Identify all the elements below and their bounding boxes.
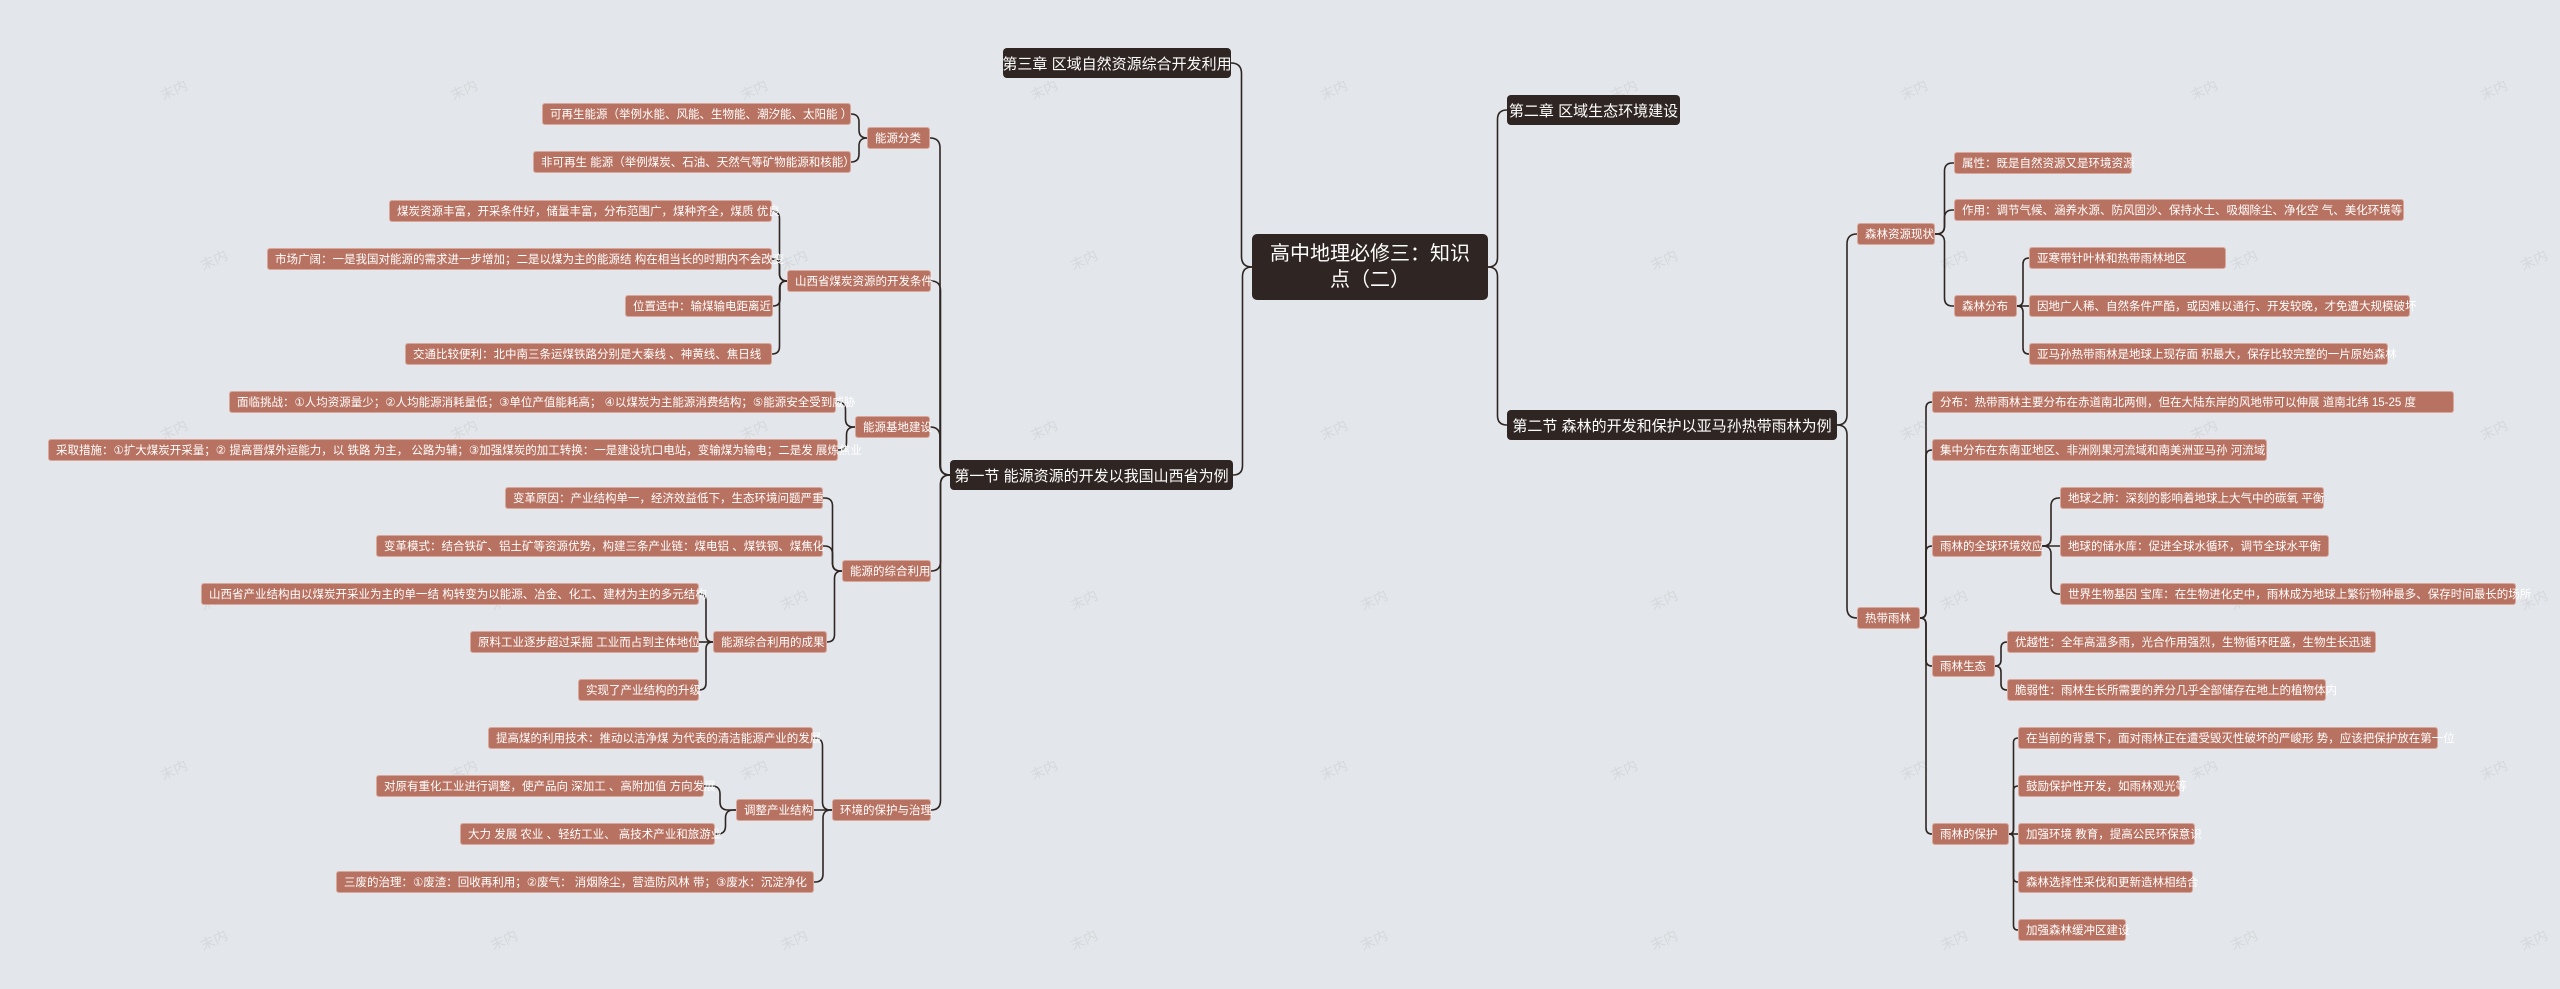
connector-line <box>2016 305 2030 355</box>
leaf-sparse-population[interactable]: 因地广人稀、自然条件严酷，或因难以通行、开发较晚，才免遭大规模破坏 <box>2029 295 2417 317</box>
leaf-subarctic[interactable]: 亚寒带针叶林和热带雨林地区 <box>2029 247 2226 269</box>
branch-coal-conditions[interactable]: 山西省煤炭资源的开发条件 <box>787 270 933 292</box>
connector-line <box>1836 424 1858 619</box>
leaf-transport[interactable]: 交通比较便利：北中南三条运煤铁路分别是大秦线 、神黄线、焦日线 <box>405 343 772 365</box>
section-energy-shanxi[interactable]: 第一节 能源资源的开发以我国山西省为例 <box>950 460 1233 490</box>
connector-line <box>1487 109 1508 268</box>
connector-line <box>2008 785 2019 835</box>
leaf-upgrade[interactable]: 实现了产业结构的升级 <box>578 679 701 701</box>
branch-industry-adjust[interactable]: 调整产业结构 <box>736 799 814 821</box>
leaf-tech-improvement[interactable]: 提高煤的利用技术：推动以洁净煤 为代表的清洁能源产业的发展 <box>488 727 821 749</box>
leaf-concentrated-areas[interactable]: 集中分布在东南亚地区、非洲刚果河流域和南美洲亚马孙 河流域 <box>1932 439 2267 461</box>
connector-line <box>1487 266 1508 426</box>
section-chapter3[interactable]: 第三章 区域自然资源综合开发利用 <box>1002 48 1232 78</box>
connector-line <box>1919 617 1933 835</box>
connector-line <box>850 137 868 163</box>
connector-line <box>2042 545 2060 595</box>
connector-line <box>930 474 951 811</box>
connector-line <box>836 401 855 428</box>
leaf-env-education[interactable]: 加强环境 教育，提高公民环保意识 <box>2018 823 2202 845</box>
branch-rainforest-protection[interactable]: 雨林的保护 <box>1932 823 2009 845</box>
branch-rainforest-ecology[interactable]: 雨林生态 <box>1932 655 1995 677</box>
connector-line <box>1994 665 2008 691</box>
leaf-three-wastes[interactable]: 三废的治理：①废渣：回收再利用；②废气： 消烟除尘，营造防风林 带；③废水：沉淀… <box>336 871 814 893</box>
connector-line <box>814 809 832 883</box>
leaf-location[interactable]: 位置适中：输煤输电距离近 <box>625 295 773 317</box>
leaf-coal-rich[interactable]: 煤炭资源丰富，开采条件好，储量丰富，分布范围广，煤种齐全，煤质 优良 <box>389 200 780 222</box>
connector-line <box>1232 266 1253 476</box>
root-node[interactable]: 高中地理必修三：知识点（二） <box>1252 234 1488 300</box>
connector-line <box>1230 62 1253 268</box>
connector-line <box>2008 833 2019 931</box>
leaf-reform-mode[interactable]: 变革模式：结合铁矿、铝土矿等资源优势，构建三条产业链：煤电铝 、煤铁钢、煤焦化 <box>376 535 824 557</box>
leaf-water-reservoir[interactable]: 地球的储水库：促进全球水循环，调节全球水平衡 <box>2060 535 2329 557</box>
section-forest-amazon[interactable]: 第二节 森林的开发和保护以亚马孙热带雨林为例 <box>1507 410 1837 440</box>
leaf-protective-dev[interactable]: 鼓励保护性开发，如雨林观光等 <box>2018 775 2187 797</box>
connector-line <box>771 280 788 355</box>
connector-line <box>704 785 736 811</box>
branch-global-effect[interactable]: 雨林的全球环境效应 <box>1932 535 2044 557</box>
leaf-buffer-zone[interactable]: 加强森林缓冲区建设 <box>2018 919 2130 941</box>
leaf-forest-function[interactable]: 作用：调节气候、涵养水源、防风固沙、保持水土、吸烟除尘、净化空 气、美化环境等 <box>1954 199 2404 221</box>
branch-use-results[interactable]: 能源综合利用的成果 <box>713 631 827 653</box>
leaf-nonrenewable-energy[interactable]: 非可再生 能源（举例煤炭、石油、天然气等矿物能源和核能） <box>533 151 855 173</box>
leaf-amazon-largest[interactable]: 亚马孙热带雨林是地球上现存面 积最大，保存比较完整的一片原始森林 <box>2029 343 2397 365</box>
branch-forest-status[interactable]: 森林资源现状 <box>1857 223 1935 245</box>
connector-line <box>2016 257 2030 307</box>
leaf-selective-logging[interactable]: 森林选择性采伐和更新造林相结合 <box>2018 871 2199 893</box>
branch-forest-distribution[interactable]: 森林分布 <box>1954 295 2017 317</box>
leaf-reform-reason[interactable]: 变革原因：产业结构单一，经济效益低下，生态环境问题严重 <box>505 487 824 509</box>
leaf-gene-bank[interactable]: 世界生物基因 宝库：在生物进化史中，雨林成为地球上繁衍物种最多、保存时间最长的场… <box>2060 583 2531 605</box>
leaf-forest-attribute[interactable]: 属性：既是自然资源又是环境资源 <box>1954 152 2135 174</box>
leaf-raw-material[interactable]: 原料工业逐步超过采掘 工业而占到主体地位 <box>470 631 700 653</box>
branch-comprehensive-use[interactable]: 能源的综合利用 <box>842 560 931 582</box>
leaf-rainforest-distribution[interactable]: 分布：热带雨林主要分布在赤道南北两侧，但在大陆东岸的风地带可以伸展 道南北纬 1… <box>1932 391 2454 413</box>
connector-line <box>1935 233 1954 307</box>
connector-line <box>771 258 788 282</box>
connector-line <box>715 809 736 835</box>
leaf-measures[interactable]: 采取措施：①扩大煤炭开采量；② 提高晋煤外运能力，以 铁路 为主， 公路为辅；③… <box>48 439 862 461</box>
leaf-heavy-industry[interactable]: 对原有重化工业进行调整，使产品向 深加工 、高附加值 方向发展 <box>376 775 716 797</box>
connector-line <box>826 570 843 643</box>
branch-energy-classification[interactable]: 能源分类 <box>867 127 930 149</box>
leaf-market[interactable]: 市场广阔：一是我国对能源的需求进一步增加；二是以煤为主的能源结 构在相当长的时期… <box>267 248 784 270</box>
connector-line <box>929 426 951 476</box>
section-chapter2[interactable]: 第二章 区域生态环境建设 <box>1507 95 1680 125</box>
leaf-earth-lung[interactable]: 地球之肺：深刻的影响着地球上大气中的碳氧 平衡 <box>2060 487 2324 509</box>
branch-rainforest[interactable]: 热带雨林 <box>1857 607 1920 629</box>
connector-line <box>1919 545 1933 619</box>
leaf-fragility[interactable]: 脆弱性：雨林生长所需要的养分几乎全部储存在地上的植物体内 <box>2007 679 2337 701</box>
connector-line <box>1994 641 2008 667</box>
connector-line <box>1836 233 1858 426</box>
leaf-challenges[interactable]: 面临挑战：①人均资源量少；②人均能源消耗量低；③单位产值能耗高； ④以煤炭为主能… <box>229 391 855 413</box>
connector-line <box>1935 209 1954 235</box>
connector-line <box>2042 497 2060 547</box>
leaf-develop-agriculture[interactable]: 大力 发展 农业 、轻纺工业、 高技术产业和旅游业 <box>460 823 722 845</box>
connector-line <box>838 426 855 451</box>
connector-line <box>698 641 714 691</box>
connector-line <box>823 545 842 572</box>
leaf-protection-first[interactable]: 在当前的背景下，面对雨林正在遭受毁灭性破坏的严峻形 势，应该把保护放在第一位 <box>2018 727 2455 749</box>
branch-environment-protection[interactable]: 环境的保护与治理 <box>832 799 932 821</box>
connector-line <box>850 113 868 139</box>
leaf-renewable-energy[interactable]: 可再生能源（举例水能、风能、生物能、潮汐能、太阳能 ） <box>542 103 852 125</box>
leaf-structure-change[interactable]: 山西省产业结构由以煤炭开采业为主的单一结 构转变为以能源、冶金、化工、建材为主的… <box>201 583 707 605</box>
branch-base-construction[interactable]: 能源基地建设 <box>855 416 932 438</box>
connector-line <box>813 737 832 811</box>
leaf-superiority[interactable]: 优越性：全年高温多雨，光合作用强烈，生物循环旺盛，生物生长迅速 <box>2007 631 2376 653</box>
